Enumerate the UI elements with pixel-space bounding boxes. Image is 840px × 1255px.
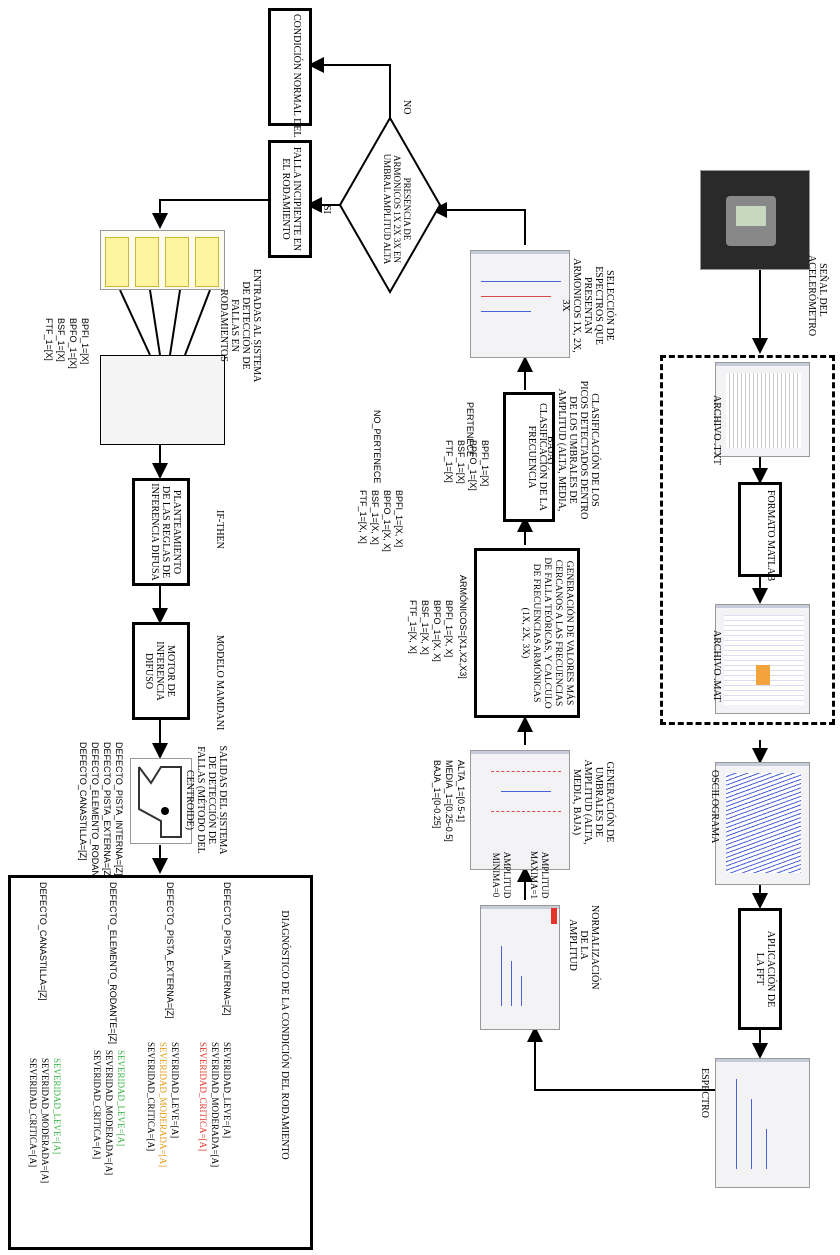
diagnostico-title: DIAGNÓSTICO DE LA CONDICIÓN DEL RODAMIEN… [279,885,290,1185]
no-pertenece-bpfi: BPFI_1=[X, X] [394,490,404,560]
archivo-txt-text: ARCHIVO .TXT [711,395,722,465]
diag-group-1-critica: SEVERIDAD_CRITICA=[A] [197,1042,208,1162]
salidas-var-4: DEFECTO_CANASTILLA=[Z] [78,742,88,892]
diag-group-4-leve: SEVERIDAD_LEVE=[A] [51,1058,62,1178]
diag-group-3-leve: SEVERIDAD_LEVE=[A] [115,1050,126,1170]
diag-group-4-critica: SEVERIDAD_CRITICA=[A] [27,1058,38,1178]
gen-ftf: FTF_1=[X, X] [408,600,418,670]
normalizacion-title: NORMALIZACIÓN DE LA AMPLITUD [567,905,600,985]
diag-group-1-leve: SEVERIDAD_LEVE=[A] [221,1042,232,1162]
txt-file-image [715,362,810,457]
ifthen-label: IF-THEN [214,510,225,549]
umbral-media: MEDIA_1=[0.25-0.5] [444,760,454,840]
pertenece-bpfi: BPFI_1=[X] [480,440,490,510]
diag-group-3-critica: SEVERIDAD_CRITICA=[A] [91,1050,102,1170]
generacion-valores-text: GENERACIÓN DE VALORES MÁS CERCANOS A LAS… [519,554,574,712]
selected-spectra-image [470,250,570,358]
accelerometer-photo [700,170,810,270]
entradas-var-bpfi: BPFI_1=[X] [80,318,90,398]
fft-text: APLICACIÓN DE LA FFT [754,930,776,1008]
umbrales-image [470,750,570,870]
no-pertenece-label: NO_PERTENECE [372,410,382,483]
umbrales-title: GENERACIÓN DE UMBRALES DE AMPLITUD (ALTA… [571,752,615,852]
oscillogram-image [715,762,810,885]
entradas-var-ftf: FTF_1=[X] [44,318,54,398]
gen-bpfo: BPFO_1=[X, X] [432,600,442,670]
entradas-var-bpfo: BPFO_1=[X] [68,318,78,398]
amp-max-label: AMPLITUD MAXIMA=1 [528,850,550,900]
archivo-mat-text: ARCHIVO .MAT [711,630,722,702]
diag-group-3-name: DEFECTO_ELEMENTO_RODANTE=[Z] [108,882,118,1032]
gen-bpfi: BPFI_1=[X, X] [444,600,454,670]
fuzzy-system-image [100,355,225,445]
planteamiento-text: PLANTEAMIENTO DE LAS REGLAS DE INFERENCI… [149,482,182,582]
entradas-title: ENTRADAS AL SISTEMA DE DETECCIÓN DE FALL… [218,268,262,383]
salidas-title: SALIDAS DEL SISTEMA DE DETECCIÓN DE FALL… [184,740,228,860]
no-label: NO [401,100,412,114]
pertenece-bpfo: BPFO_1=[X] [468,440,478,510]
espectro-text: ESPECTRO [699,1068,710,1118]
seleccion-text: SELECCIÓN DE ESPECTROS QUE PRESENTAN ARM… [560,258,615,353]
armonicos-text: ARMÓNICOS=[X1,X2,X3] [458,575,468,705]
pertenece-ftf: FTF_1=[X] [444,440,454,510]
entradas-var-bsf: BSF_1=[X] [56,318,66,398]
salidas-var-1: DEFECTO_PISTA_INTERNA=[Z] [114,742,124,892]
spectrum-image [715,1058,810,1188]
motor-text: MOTOR DE INFERENCIA DIFUSO [143,630,176,712]
diag-group-2-critica: SEVERIDAD_CRITICA=[A] [145,1042,156,1162]
no-pertenece-ftf: FTF_1=[X, X] [358,490,368,560]
diag-group-2-name: DEFECTO_PISTA_EXTERNA=[Z] [165,882,175,1032]
formato-text: FORMATO MATLAB [765,490,776,568]
amp-min-label: AMPLITUD MINIMA=0 [490,850,512,900]
umbral-baja: BAJA_1=[0-0.25] [432,760,442,840]
oscilograma-text: OSCILOGRAMA [709,770,720,843]
mat-file-image [715,604,810,714]
diag-group-4-name: DEFECTO_CANASTILLA=[Z] [38,882,48,1032]
si-label: SI [321,205,332,214]
pertenece-bsf: BSF_1=[X] [456,440,466,510]
clasificacion-desc: CLASIFICACIÓN DE LOS PICOS DETECTADOS DE… [545,380,600,520]
salidas-var-3: DEFECTO_ELEMENTO_RODANTE=[Z] [90,742,100,892]
gen-bsf: BSF_1=[X, X] [420,600,430,670]
normalized-spectrum-image [480,905,560,1030]
umbral-alta: ALTA_1=[0.5-1] [456,760,466,840]
membership-functions-image [100,230,225,290]
normal-condition-box [268,8,312,126]
salidas-var-2: DEFECTO_PISTA_EXTERNA=[Z] [102,742,112,892]
no-pertenece-bpfo: BPFO_1=[X, X] [382,490,392,560]
diag-group-2-leve: SEVERIDAD_LEVE=[A] [169,1042,180,1162]
decision-text: PRESENCIA DE ARMONICOS 1X 2X 3X EN UMBRA… [382,150,412,268]
diag-group-4-moderada: SEVERIDAD_MODERADA=[A] [39,1058,50,1178]
diag-group-2-moderada: SEVERIDAD_MODERADA=[A] [157,1042,168,1162]
falla-text: FALLA INCIPIENTE EN EL RODAMIENTO [280,146,302,252]
normal-condition-text: CONDICIÓN NORMAL DEL RODAMIENTO [291,14,302,120]
diag-group-1-moderada: SEVERIDAD_MODERADA=[A] [209,1042,220,1162]
centroid-image [130,758,192,844]
senal-text: SEÑAL DEL ACELERÓMETRO [806,255,828,325]
diag-group-1-name: DEFECTO_PISTA_INTERNA=[Z] [222,882,232,1032]
diag-group-3-moderada: SEVERIDAD_MODERADA=[A] [103,1050,114,1170]
no-pertenece-bsf: BSF_1=[X, X] [370,490,380,560]
mamdani-label: MODELO MAMDANI [214,635,225,730]
